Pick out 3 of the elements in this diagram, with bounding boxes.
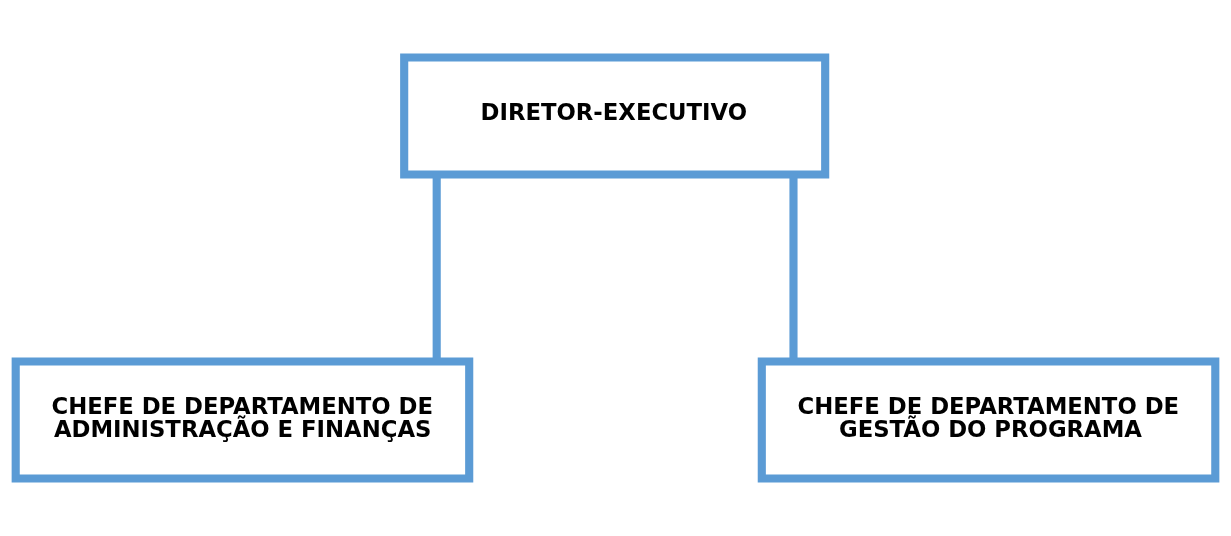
- node-box: DIRETOR-EXECUTIVO: [400, 53, 830, 179]
- node-box: CHEFE DE DEPARTAMENTO DE GESTÃO DO PROGRAMA: [757, 357, 1220, 483]
- node-box: CHEFE DE DEPARTAMENTO DE ADMINISTRAÇÃO E FINANÇAS: [11, 357, 474, 483]
